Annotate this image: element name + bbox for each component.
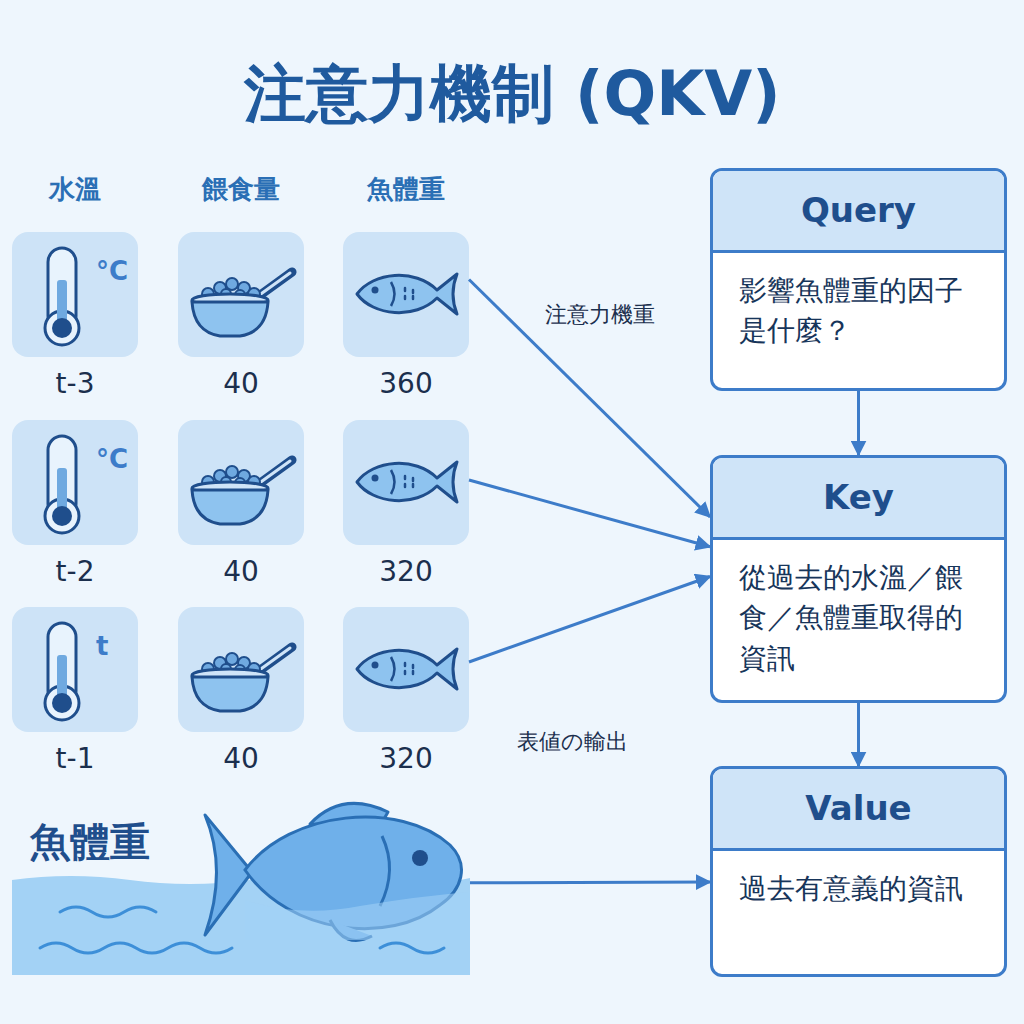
value-label: t-2 [2,555,148,588]
feed-tile: 40 [178,420,304,545]
annotation: 表値の輸出 [514,727,631,757]
thermometer-tile: °Ct-2 [12,420,138,545]
value-label: 40 [168,367,314,400]
unit-label: t [96,631,108,661]
column-header: 魚體重 [326,172,486,207]
value-label: t-1 [2,742,148,775]
value-label: 320 [333,555,479,588]
box-body: 過去有意義的資訊 [713,851,1004,974]
box-body: 影響魚體重的因子是什麼？ [713,253,1004,388]
thermometer-tile: °Ct-3 [12,232,138,357]
box-heading: Query [713,171,1004,253]
fish-tile: 360 [343,232,469,357]
column-header: 水溫 [0,172,155,207]
value-box: Value過去有意義的資訊 [710,766,1007,977]
box-heading: Value [713,769,1004,851]
value-label: 320 [333,742,479,775]
unit-label: °C [96,256,128,286]
connector-arrow [469,280,710,518]
key-box: Key從過去的水溫／餵食／魚體重取得的資訊 [710,455,1007,703]
box-body: 從過去的水溫／餵食／魚體重取得的資訊 [713,540,1004,700]
fish-tile: 320 [343,607,469,732]
connector-arrow [469,480,710,547]
connector-arrow [857,703,860,766]
value-label: t-3 [2,367,148,400]
band-heading: 魚體重 [30,815,150,870]
value-label: 40 [168,742,314,775]
connector-arrow [469,577,710,662]
fish-tile: 320 [343,420,469,545]
value-label: 360 [333,367,479,400]
diagram-title: 注意力機制 (QKV) [0,52,1024,136]
water-band: 魚體重 [12,878,470,975]
unit-label: °C [96,444,128,474]
annotation: 注意力機重 [542,300,658,330]
value-label: 40 [168,555,314,588]
feed-tile: 40 [178,232,304,357]
connector-arrow [470,881,710,885]
feed-tile: 40 [178,607,304,732]
column-header: 餵食量 [161,172,321,207]
box-heading: Key [713,458,1004,540]
connector-arrow [857,391,860,455]
query-box: Query影響魚體重的因子是什麼？ [710,168,1007,391]
thermometer-tile: tt-1 [12,607,138,732]
